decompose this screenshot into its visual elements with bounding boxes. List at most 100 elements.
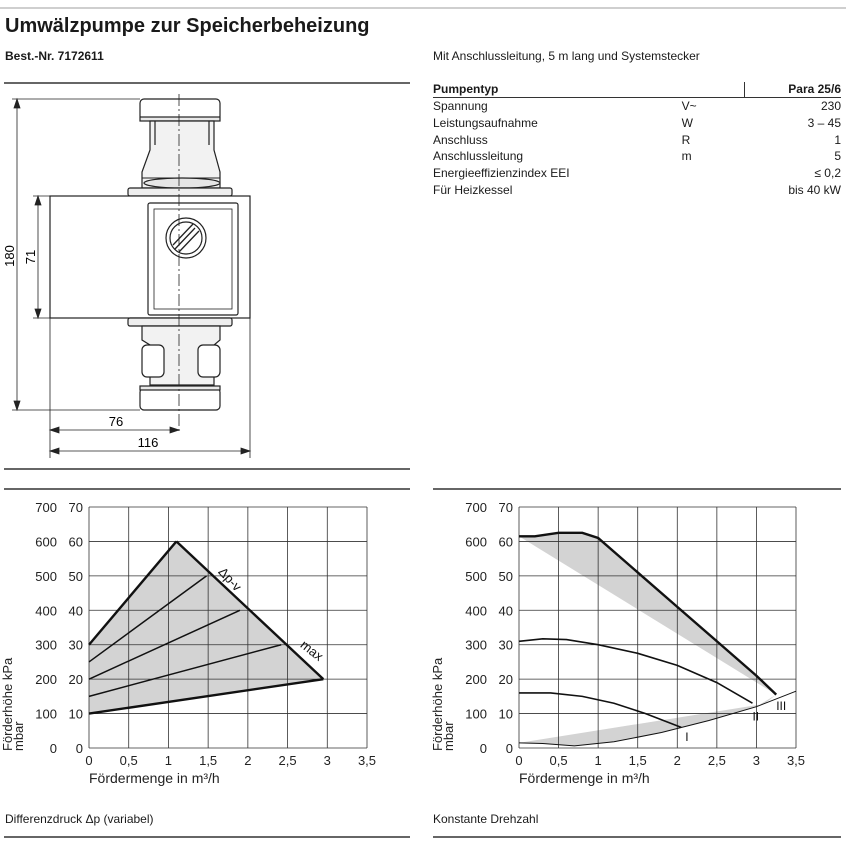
y-tick-kpa-label: 0	[506, 741, 513, 756]
y-tick-kpa-label: 20	[69, 672, 83, 687]
y-tick-mbar-label: 200	[35, 672, 57, 687]
y-tick-mbar-label: 600	[465, 534, 487, 549]
y-tick-mbar-label: 500	[35, 569, 57, 584]
y-tick-kpa-label: 10	[499, 707, 513, 722]
characteristic-line	[88, 540, 178, 646]
y-tick-mbar-label: 300	[465, 638, 487, 653]
y-tick-mbar-label: 400	[465, 603, 487, 618]
spec-row: Spannung V~ 230	[433, 98, 841, 115]
curve-label-i: I	[685, 730, 688, 744]
x-axis-label: Fördermenge in m³/h	[519, 770, 650, 786]
spec-unit: W	[681, 115, 693, 130]
pump-drawing: 180 71 76 116	[2, 94, 252, 458]
spec-label: Anschlussleitung	[433, 149, 524, 164]
spec-row: Für Heizkessel bis 40 kW	[433, 182, 841, 199]
description: Mit Anschlussleitung, 5 m lang und Syste…	[433, 49, 700, 63]
y-axis-label-kpa: Förderhöhe kPa	[430, 657, 445, 751]
right-chart-caption: Konstante Drehzahl	[433, 812, 539, 826]
speed-curve-iii	[519, 531, 778, 696]
spec-label: Spannung	[433, 99, 488, 113]
x-tick-label: 3,5	[787, 753, 805, 768]
dim-height-label: 180	[2, 245, 17, 267]
divider-left-chart	[4, 488, 410, 490]
spec-row: Anschluss R 1	[433, 132, 841, 149]
spec-label: Für Heizkessel	[433, 182, 513, 197]
characteristic-line	[175, 540, 325, 681]
divider-right-chart	[433, 488, 841, 490]
spec-value: 5	[834, 149, 841, 164]
y-tick-kpa-label: 70	[69, 500, 83, 515]
spec-row: Leistungsaufnahme W 3 – 45	[433, 115, 841, 132]
y-tick-mbar-label: 700	[465, 500, 487, 515]
left-chart-caption: Differenzdruck Δp (variabel)	[5, 812, 154, 826]
y-tick-mbar-label: 100	[465, 707, 487, 722]
y-tick-mbar-label: 500	[465, 569, 487, 584]
dim-width-label: 116	[138, 435, 159, 450]
speed-curve-i	[519, 692, 682, 729]
x-tick-label: 1,5	[629, 753, 647, 768]
spec-header-label: Pumpentyp	[433, 82, 682, 98]
curve-label-ii: II	[752, 709, 759, 723]
spec-unit: V~	[681, 99, 697, 113]
x-tick-label: 3	[753, 753, 760, 768]
y-tick-mbar-label: 700	[35, 500, 57, 515]
y-tick-kpa-label: 50	[69, 569, 83, 584]
spec-label: Energieeffizienzindex EEI	[433, 166, 570, 181]
x-tick-label: 3	[324, 753, 331, 768]
spec-value: 3 – 45	[807, 115, 841, 130]
x-tick-label: 2	[674, 753, 681, 768]
spec-header-row: Pumpentyp Para 25/6	[433, 82, 841, 98]
operating-area	[89, 541, 324, 714]
y-tick-kpa-label: 0	[76, 741, 83, 756]
x-tick-label: 1	[165, 753, 172, 768]
divider-left-top	[4, 82, 410, 84]
x-tick-label: 2,5	[279, 753, 297, 768]
x-tick-label: 2,5	[708, 753, 726, 768]
spec-value: bis 40 kW	[788, 182, 841, 197]
y-tick-mbar-label: 200	[465, 672, 487, 687]
dim-body-label: 71	[23, 250, 38, 264]
spec-label: Anschluss	[433, 132, 488, 147]
spec-label: Leistungsaufnahme	[433, 115, 538, 130]
y-tick-mbar-label: 0	[50, 741, 57, 756]
spec-header-model: Para 25/6	[743, 82, 841, 98]
x-tick-label: 1,5	[199, 753, 217, 768]
x-tick-label: 0,5	[120, 753, 138, 768]
y-tick-mbar-label: 300	[35, 638, 57, 653]
speed-curve-ii	[518, 638, 753, 704]
y-tick-kpa-label: 60	[69, 534, 83, 549]
y-tick-kpa-label: 70	[499, 500, 513, 515]
spec-value: 230	[820, 99, 841, 113]
y-tick-kpa-label: 40	[69, 603, 83, 618]
y-tick-kpa-label: 20	[499, 672, 513, 687]
divider-left-bottom	[4, 836, 410, 838]
x-tick-label: 3,5	[358, 753, 376, 768]
x-axis-label: Fördermenge in m³/h	[89, 770, 220, 786]
spec-value: 1	[834, 132, 841, 147]
y-tick-mbar-label: 400	[35, 603, 57, 618]
divider-left-mid	[4, 468, 410, 470]
x-tick-label: 0	[515, 753, 522, 768]
characteristic-line	[88, 643, 282, 698]
characteristic-line	[88, 609, 241, 680]
page-title: Umwälzpumpe zur Speicherbeheizung	[5, 15, 370, 37]
y-axis-label-mbar: mbar	[441, 721, 456, 751]
spec-unit	[682, 182, 745, 199]
spec-unit: R	[681, 132, 691, 147]
y-tick-kpa-label: 30	[499, 638, 513, 653]
y-tick-mbar-label: 0	[480, 741, 487, 756]
top-rule	[0, 7, 846, 9]
spec-value: ≤ 0,2	[814, 166, 841, 181]
y-tick-kpa-label: 60	[499, 534, 513, 549]
y-tick-mbar-label: 100	[35, 707, 57, 722]
y-axis-label-mbar: mbar	[11, 721, 26, 751]
spec-unit	[682, 165, 745, 182]
x-tick-label: 0	[85, 753, 92, 768]
spec-row: Energieeffizienzindex EEI ≤ 0,2	[433, 165, 841, 182]
system-curve	[518, 690, 797, 747]
characteristic-line	[88, 575, 207, 663]
